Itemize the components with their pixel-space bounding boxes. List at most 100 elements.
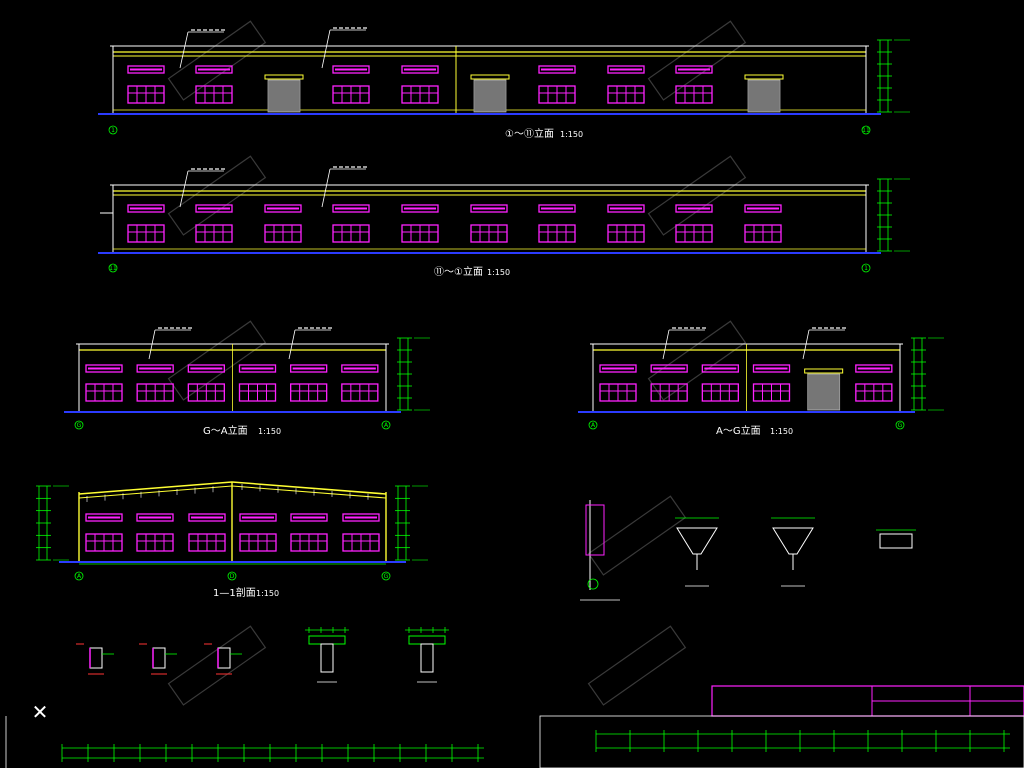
upper-window [599,364,637,373]
axis-bubble [588,420,598,430]
roof-rafter [231,481,387,495]
watermark-logo [167,155,267,236]
watermark-logo [647,155,747,236]
axis-bubble [108,263,118,273]
watermark-logo [167,320,267,401]
leader-line [662,329,670,360]
upper-window [470,204,508,213]
upper-window [538,65,576,74]
axis-bubble [108,125,118,135]
elev3-axis-right: A [384,422,389,429]
upper-window [675,204,713,213]
elev2-title: ⑪～①立面 [434,265,483,278]
upper-window [136,513,174,522]
upper-window [290,513,328,522]
upper-window [401,204,439,213]
upper-window [855,364,893,373]
axis-bubble [74,571,84,581]
detail-profile [152,647,166,669]
elev3-title: G～A立面 [203,424,248,437]
upper-window [675,65,713,74]
watermark-logo [647,320,747,401]
upper-window [264,204,302,213]
upper-window [85,364,123,373]
plan-frame [539,715,1024,768]
section-axis-right: G [384,573,389,580]
gutter-detail [772,527,814,555]
leader-line [321,168,331,208]
axis-bubble [227,571,237,581]
drawing-layer [5,27,1024,768]
leader-line [148,329,156,360]
roof-rafter [78,481,233,495]
elev3-scale: 1:150 [258,427,281,436]
leader-line [321,29,331,69]
axis-bubble [381,420,391,430]
elev4-scale: 1:150 [770,427,793,436]
label-layer: ①～⑪立面 1:150 ⑪～①立面 1:150 G～A立面 1:150 A～G立… [74,125,905,599]
elev2-axis-right: 1 [864,265,868,272]
elev1-title: ①～⑪立面 [505,127,554,140]
upper-window [744,204,782,213]
upper-window [342,513,380,522]
detail-web [420,643,434,673]
axis-bubble [861,125,871,135]
upper-window [607,204,645,213]
watermark-logo [587,625,687,706]
watermark-logo [647,20,747,101]
upper-window [238,364,277,373]
upper-window [701,364,739,373]
upper-window [401,65,439,74]
upper-window [290,364,328,373]
leader-line [802,329,810,360]
upper-window [136,364,174,373]
upper-window [195,204,233,213]
leader-line [288,329,296,360]
leader-line [179,170,189,208]
section-axis-left: A [77,573,82,580]
section-title: 1—1剖面 [213,586,256,599]
axis-bubble [861,263,871,273]
upper-window [195,65,233,74]
upper-window [127,65,165,74]
elev2-axis-left: 11 [109,265,117,272]
section-axis-mid: D [230,573,235,580]
upper-window [332,65,370,74]
watermark-logo [587,495,687,576]
upper-window [650,364,688,373]
detail-profile [89,647,103,669]
elev1-axis-left: 1 [111,127,115,134]
watermark-logo [167,625,267,706]
detail-slab [308,635,346,645]
detail-profile [217,647,231,669]
elev1-scale: 1:150 [560,130,583,139]
door-canopy [470,74,510,80]
upper-window [188,513,226,522]
watermark-logo [167,20,747,706]
axis-bubble [895,420,905,430]
detail-gutter [879,533,913,549]
upper-window [752,364,791,373]
roof-rafter [231,485,387,499]
detail-web [320,643,334,673]
axis-bubble [74,420,84,430]
roof-rafter [78,485,233,499]
gutter-detail [676,527,718,555]
upper-window [187,364,225,373]
axis-bubble [381,571,391,581]
close-icon: ✕ [31,700,49,724]
section-scale: 1:150 [256,589,279,598]
upper-window [85,513,123,522]
upper-window [127,204,165,213]
upper-window [239,513,277,522]
wall-detail-panel [585,504,605,556]
elev4-title: A～G立面 [716,424,761,437]
elev4-axis-left: A [591,422,596,429]
close-button[interactable]: ✕ [30,702,50,722]
elev1-axis-right: 11 [862,127,870,134]
leader-line [179,31,189,69]
elev4-axis-right: G [898,422,903,429]
detail-slab [408,635,446,645]
upper-window [538,204,576,213]
